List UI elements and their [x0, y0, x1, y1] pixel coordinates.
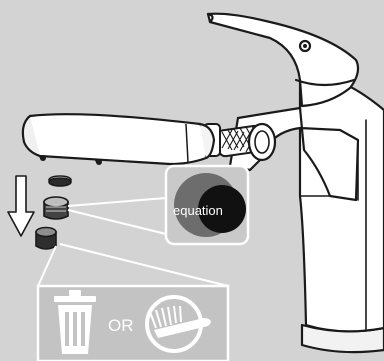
logo-callout: equation: [166, 166, 248, 244]
down-arrow-icon: [8, 176, 34, 236]
lever-handle: [208, 14, 358, 106]
care-panel: OR: [38, 286, 228, 361]
aerator-parts: [36, 176, 71, 249]
or-label: OR: [108, 316, 134, 335]
brand-logo-text: equation: [173, 203, 223, 218]
aerator-alt: [36, 228, 56, 250]
faucet-column: [300, 78, 384, 331]
spray-head: [23, 114, 214, 165]
aerator: [44, 197, 68, 219]
